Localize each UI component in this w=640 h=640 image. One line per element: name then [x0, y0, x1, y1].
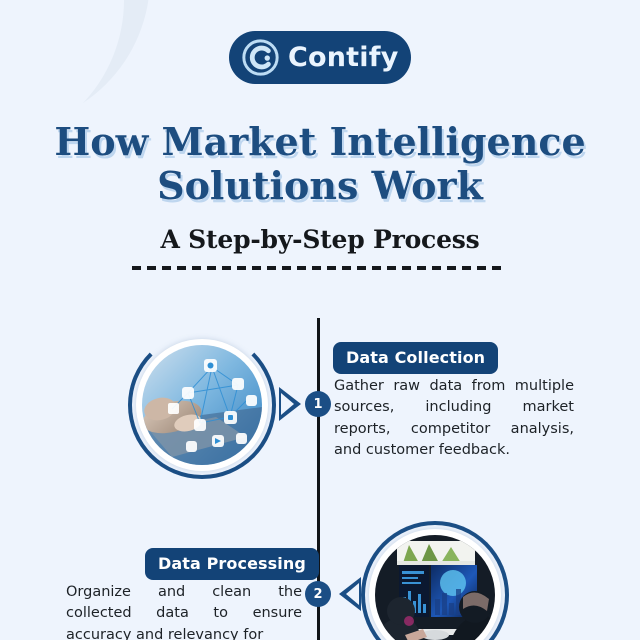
step-2-label[interactable]: Data Processing — [145, 548, 319, 580]
step-2-number-badge: 2 — [305, 581, 331, 607]
step-1-ring-arc — [128, 331, 276, 479]
page-title-line-2: Solutions Work — [157, 163, 483, 209]
step-1-photo — [142, 345, 262, 465]
step-1-arrow-notch — [281, 393, 294, 415]
step-2-arrow-notch — [346, 583, 359, 605]
step-1-number-badge: 1 — [305, 391, 331, 417]
step-2-photo — [375, 535, 495, 640]
step-1-description: Gather raw data from multiple sources, i… — [334, 378, 574, 459]
step-1-label[interactable]: Data Collection — [333, 342, 499, 374]
step-1-image-medallion — [128, 331, 276, 479]
contify-logo[interactable]: Contify — [229, 31, 411, 84]
contify-c-mark-icon — [242, 39, 279, 76]
step-2-image-medallion — [361, 521, 509, 640]
page-subtitle: A Step-by-Step Process — [160, 225, 480, 254]
step-2-ring-arc — [361, 521, 509, 640]
timeline-spine — [317, 318, 320, 640]
page-title: How Market Intelligence Solutions Work — [40, 119, 600, 209]
brand-name: Contify — [288, 42, 399, 73]
dashed-divider — [132, 266, 504, 270]
page-title-line-1: How Market Intelligence — [54, 119, 586, 164]
step-2-description: Organize and clean the collected data to… — [66, 584, 302, 640]
